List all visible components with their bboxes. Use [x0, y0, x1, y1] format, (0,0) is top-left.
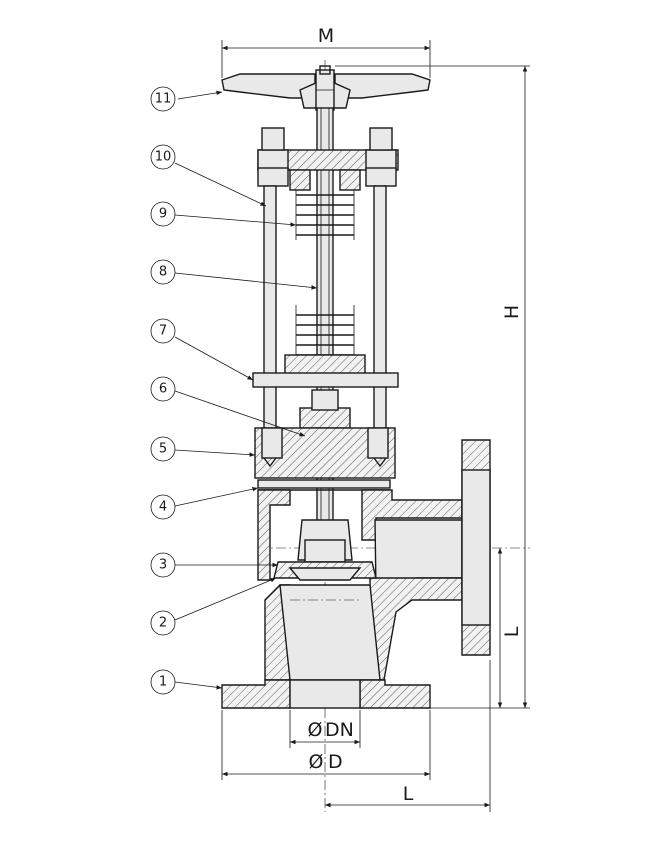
yoke-top [257, 127, 399, 191]
svg-text:11: 11 [155, 92, 172, 107]
callout-6: 6 [150, 376, 176, 402]
svg-text:9: 9 [159, 207, 167, 222]
bonnet [254, 427, 396, 479]
callout-2: 2 [150, 610, 176, 636]
callouts: 11 10 9 8 7 6 5 4 3 2 1 [150, 86, 176, 695]
dimension-lines [221, 40, 530, 812]
leader-lines [174, 90, 318, 690]
tie-rods [263, 185, 387, 462]
callout-10: 10 [150, 144, 176, 170]
spring-lower [295, 305, 355, 360]
callout-3: 3 [150, 552, 176, 578]
dim-d-symbol: Ø [309, 751, 324, 773]
valve-body [257, 439, 491, 681]
callout-7: 7 [150, 318, 176, 344]
dim-l-vertical-label: L [501, 626, 523, 637]
svg-text:7: 7 [159, 324, 167, 339]
svg-text:3: 3 [159, 558, 167, 573]
callout-4: 4 [150, 494, 176, 520]
callout-8: 8 [150, 259, 176, 285]
svg-text:2: 2 [159, 616, 167, 631]
dim-m-label: M [318, 25, 334, 47]
spring-plate [252, 354, 399, 388]
svg-text:10: 10 [155, 150, 172, 165]
seat [273, 561, 377, 581]
dim-d-label: D [328, 751, 343, 773]
svg-text:8: 8 [159, 265, 167, 280]
callout-1: 1 [150, 669, 176, 695]
dimension-labels: M H L Ø DN Ø D L [308, 25, 523, 805]
dim-h-label: H [501, 305, 523, 319]
dim-l-horizontal-label: L [403, 783, 414, 805]
callout-11: 11 [150, 86, 176, 112]
callout-9: 9 [150, 201, 176, 227]
svg-text:4: 4 [159, 500, 167, 515]
spring-upper [295, 190, 355, 240]
dim-dn-label: DN [325, 719, 354, 741]
disc [297, 519, 353, 563]
svg-text:6: 6 [159, 382, 167, 397]
gasket [257, 479, 391, 491]
svg-text:1: 1 [159, 675, 167, 690]
bottom-flange [221, 679, 431, 709]
callout-5: 5 [150, 436, 176, 462]
handwheel [221, 65, 431, 111]
svg-text:5: 5 [159, 442, 167, 457]
dim-dn-symbol: Ø [308, 719, 323, 741]
